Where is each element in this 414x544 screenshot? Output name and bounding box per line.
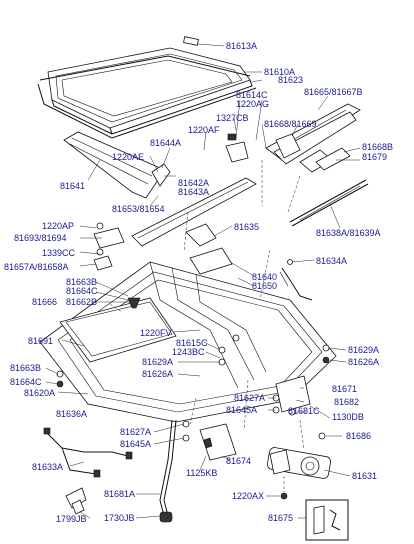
label-81675: 81675 — [268, 513, 293, 523]
label-81627A-left: 81627A — [120, 427, 151, 437]
label-81691: 81691 — [28, 336, 53, 346]
glass-mount-clip — [183, 36, 199, 46]
label-81629A-mid: 81629A — [142, 357, 173, 367]
motor-screw — [280, 492, 288, 500]
label-1125KB: 1125KB — [186, 468, 217, 478]
label-81663B-left: 81663B — [10, 363, 41, 373]
label-81645A-left: 81645A — [120, 439, 151, 449]
label-81640: 81640 — [252, 272, 277, 282]
label-1220AP: 1220AP — [42, 221, 74, 231]
label-81633A: 81633A — [32, 462, 63, 472]
label-1130DB: 1130DB — [332, 412, 364, 422]
label-81664C-top: 81664C — [66, 286, 98, 296]
rear-bracket — [275, 375, 311, 413]
label-81681A: 81681A — [104, 489, 135, 499]
label-81635: 81635 — [234, 222, 259, 232]
leader-lines — [45, 43, 361, 519]
part-labels: 81613A 81610A 81623 81614C 1220AG 81665/… — [4, 41, 393, 524]
link-bracket — [185, 223, 233, 275]
label-1327CB: 1327CB — [216, 113, 249, 123]
label-81626A-right: 81626A — [348, 357, 379, 367]
label-81663B-top: 81663B — [66, 277, 97, 287]
label-81662B: 81662B — [66, 297, 97, 307]
label-1730JB: 1730JB — [104, 513, 135, 523]
front-mount-bracket — [93, 222, 125, 271]
label-81638A-81639A: 81638A/81639A — [316, 228, 381, 238]
label-81614C: 81614C — [236, 90, 268, 100]
label-81636A: 81636A — [56, 409, 87, 419]
tool-kit-box — [305, 499, 349, 541]
glass-weatherstrip — [37, 55, 257, 139]
hose-grommet — [159, 511, 173, 523]
label-1220AE: 1220AE — [112, 152, 144, 162]
hose-clip — [65, 487, 87, 515]
label-81629A-right: 81629A — [348, 345, 379, 355]
label-81664C-left: 81664C — [10, 377, 42, 387]
label-1220AG: 1220AG — [236, 99, 269, 109]
label-81642A: 81642A — [178, 178, 209, 188]
label-81623: 81623 — [278, 75, 303, 85]
label-81615C: 81615C — [176, 338, 208, 348]
drain-hose-front — [279, 267, 313, 301]
label-81643A: 81643A — [178, 187, 209, 197]
label-81627A-right: 81627A — [234, 393, 265, 403]
label-81657A-81658A: 81657A/81658A — [4, 262, 69, 272]
drain-hose-rear — [159, 419, 177, 517]
label-81644A: 81644A — [150, 138, 181, 148]
assembly-dashed-lines — [109, 160, 305, 492]
label-1339CC: 1339CC — [42, 248, 76, 258]
sunshade-panel — [59, 297, 177, 363]
label-1799JB: 1799JB — [56, 514, 87, 524]
label-81681C: 81681C — [288, 406, 320, 416]
sunroof-motor — [266, 447, 332, 479]
label-81679: 81679 — [362, 152, 387, 162]
label-1220AX: 1220AX — [232, 491, 264, 501]
rear-guide-clip — [127, 297, 141, 309]
label-81626A-mid: 81626A — [142, 369, 173, 379]
label-81682: 81682 — [334, 397, 359, 407]
label-81674: 81674 — [226, 456, 251, 466]
label-81668B: 81668B — [362, 142, 393, 152]
label-81631: 81631 — [352, 471, 377, 481]
label-81634A: 81634A — [316, 256, 347, 266]
wiring-harness — [43, 427, 133, 478]
label-81650: 81650 — [252, 281, 277, 291]
label-81653-81654: 81653/81654 — [112, 204, 165, 214]
drain-channel — [289, 179, 369, 227]
label-81641: 81641 — [60, 181, 85, 191]
label-81671: 81671 — [332, 384, 357, 394]
label-1243BC: 1243BC — [172, 347, 205, 357]
label-81610A: 81610A — [264, 67, 295, 77]
label-81620A: 81620A — [24, 388, 55, 398]
label-81645A-right: 81645A — [226, 405, 257, 415]
label-81613A: 81613A — [226, 41, 257, 51]
label-1220AF: 1220AF — [188, 125, 220, 135]
cable-bracket — [225, 133, 249, 163]
sunroof-glass-panel — [47, 47, 253, 135]
label-81666: 81666 — [32, 297, 57, 307]
label-81693-81694: 81693/81694 — [14, 233, 67, 243]
front-guide-rail — [131, 177, 257, 247]
label-1220FV: 1220FV — [140, 328, 172, 338]
label-81686: 81686 — [346, 431, 371, 441]
label-81668-81669: 81668/81669 — [264, 119, 317, 129]
motor-mount-bracket — [199, 423, 237, 461]
right-guide-rail — [265, 103, 361, 173]
label-81665-81667B: 81665/81667B — [304, 87, 363, 97]
